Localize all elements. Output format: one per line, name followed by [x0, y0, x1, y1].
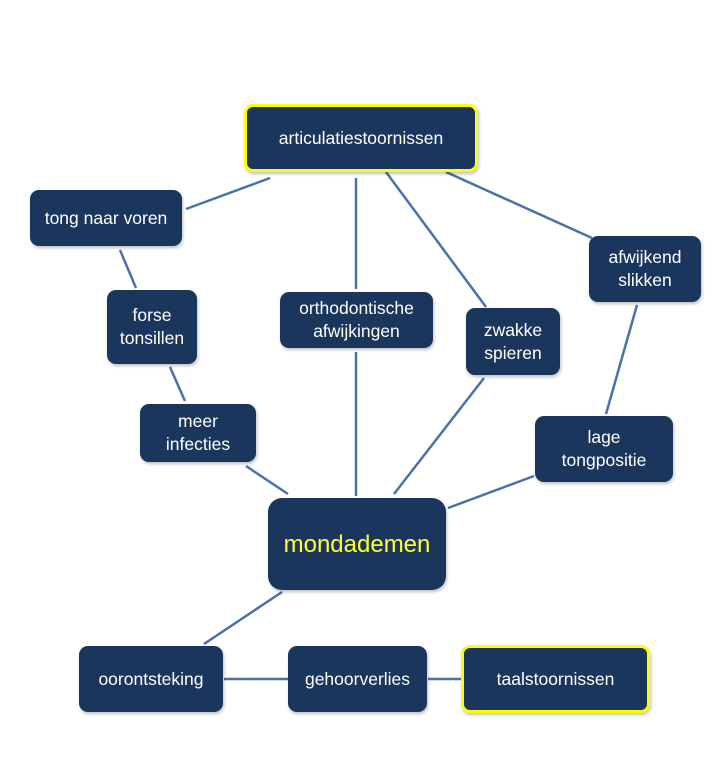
link-articulatie-tong: [185, 176, 271, 211]
node-gehoorverlies: gehoorverlies: [288, 646, 427, 712]
link-tong-forse: [118, 249, 138, 289]
node-zwakke-spieren: zwakke spieren: [466, 308, 560, 375]
node-afwijkend-slikken: afwijkend slikken: [589, 236, 701, 302]
link-zwakke-mondademen: [393, 377, 485, 495]
node-orthodontische-afwijkingen: orthodontische afwijkingen: [280, 292, 433, 348]
link-articulatie-afwijkend: [445, 170, 593, 240]
link-meer-mondademen: [245, 464, 289, 496]
node-taalstoornissen: taalstoornissen: [461, 645, 650, 713]
link-articulatie-zwakke: [384, 171, 488, 308]
link-lage-mondademen: [447, 474, 535, 510]
node-meer-infecties: meer infecties: [140, 404, 256, 462]
node-mondademen: mondademen: [268, 498, 446, 590]
link-mondademen-oorontsteking: [203, 590, 283, 646]
link-afwijkend-lage: [604, 304, 639, 415]
node-lage-tongpositie: lage tongpositie: [535, 416, 673, 482]
node-oorontsteking: oorontsteking: [79, 646, 223, 712]
node-articulatiestoornissen: articulatiestoornissen: [244, 104, 478, 172]
node-forse-tonsillen: forse tonsillen: [107, 290, 197, 364]
node-tong-naar-voren: tong naar voren: [30, 190, 182, 246]
link-forse-meer: [168, 366, 187, 402]
